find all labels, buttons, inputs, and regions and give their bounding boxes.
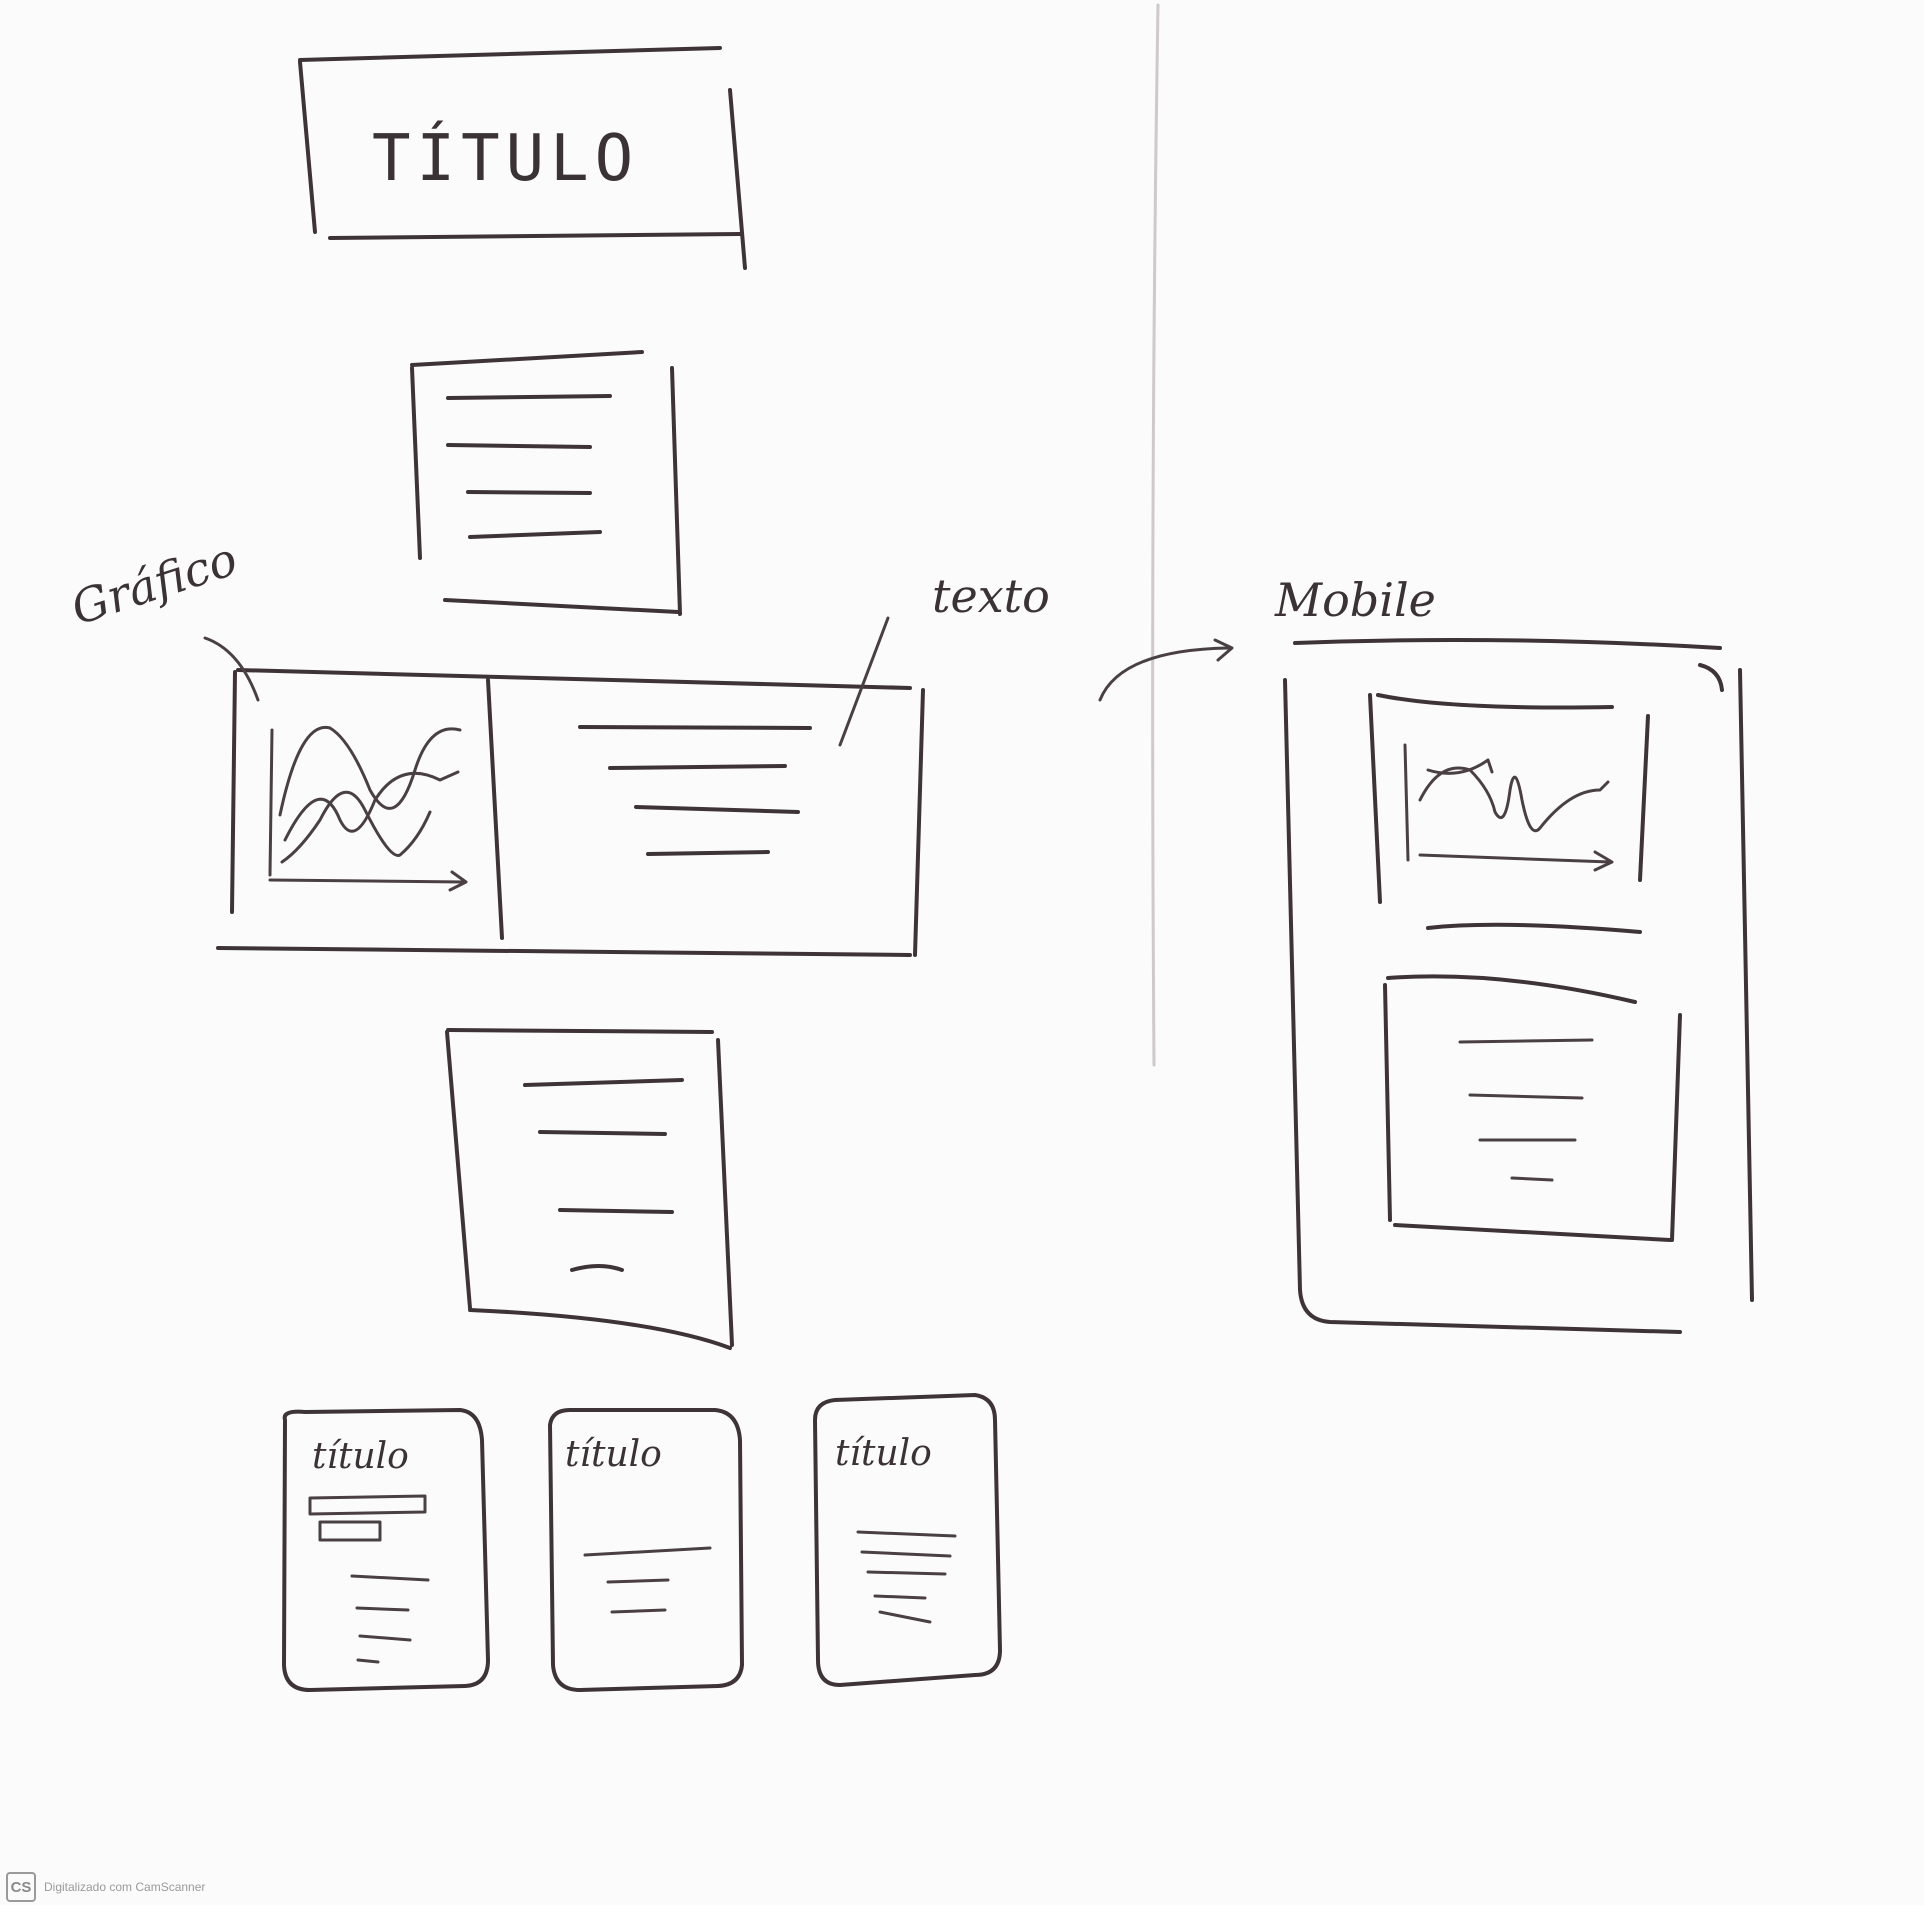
chart-text-row bbox=[216, 668, 925, 957]
texto-annotation: texto bbox=[838, 569, 1050, 747]
grafico-label: Gráfico bbox=[65, 531, 244, 635]
title-label: TÍTULO bbox=[372, 120, 639, 196]
card-2: título bbox=[548, 1408, 744, 1692]
divider-line bbox=[1151, 3, 1160, 1067]
chart-sketch bbox=[268, 725, 468, 892]
card-3-title: título bbox=[835, 1433, 932, 1474]
watermark-text: Digitalizado com CamScanner bbox=[44, 1880, 206, 1894]
card-1-title: título bbox=[312, 1436, 409, 1477]
camscanner-watermark: CS Digitalizado com CamScanner bbox=[6, 1872, 205, 1902]
texto-label: texto bbox=[932, 569, 1050, 623]
title-block: TÍTULO bbox=[298, 46, 747, 270]
card-1: título bbox=[282, 1408, 490, 1692]
paragraph-block-bottom bbox=[445, 1028, 734, 1350]
mobile-text-card bbox=[1383, 974, 1682, 1242]
paragraph-block-top bbox=[410, 350, 682, 616]
card-3: título bbox=[813, 1393, 1002, 1687]
mobile-frame bbox=[1283, 637, 1754, 1334]
grafico-annotation: Gráfico bbox=[65, 531, 260, 702]
mobile-label: Mobile bbox=[1274, 573, 1436, 627]
camscanner-logo: CS bbox=[6, 1872, 36, 1902]
card-2-title: título bbox=[565, 1434, 662, 1475]
mobile-annotation: Mobile bbox=[1098, 573, 1436, 702]
mobile-chart-card bbox=[1368, 693, 1650, 934]
